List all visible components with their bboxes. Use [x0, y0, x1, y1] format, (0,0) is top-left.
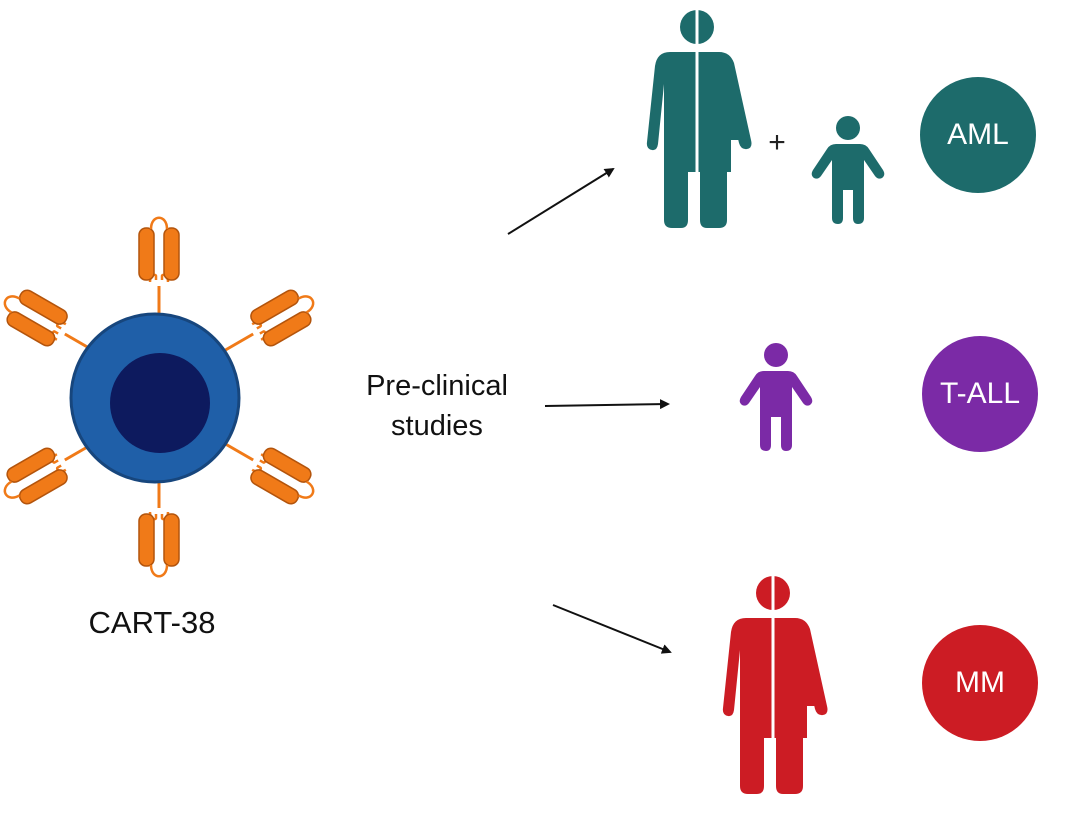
preclinical-studies-label: Pre-clinical studies	[332, 366, 542, 446]
adult-unisex-icon-aml	[646, 10, 752, 228]
arrow-to-mm	[552, 604, 672, 654]
preclinical-line1: Pre-clinical	[366, 370, 508, 402]
tall-badge-label: T-ALL	[939, 377, 1021, 410]
aml-badge: AML	[920, 77, 1036, 193]
adult-unisex-icon-mm	[722, 576, 828, 794]
cart-cell	[0, 216, 324, 578]
mm-badge: MM	[922, 625, 1038, 741]
child-icon-tall	[739, 343, 813, 451]
preclinical-line2: studies	[391, 410, 483, 442]
receptor-bottom	[137, 470, 181, 578]
arrow-to-aml	[507, 167, 615, 235]
plus-sign: +	[768, 126, 786, 159]
cell-nucleus	[110, 353, 210, 453]
arrow-to-tall	[544, 399, 670, 410]
cell-label: CART-38	[88, 605, 216, 640]
child-icon-aml	[811, 116, 885, 224]
aml-badge-label: AML	[947, 118, 1009, 151]
receptor-top	[137, 216, 181, 324]
mm-badge-label: MM	[955, 666, 1005, 699]
tall-badge: T-ALL	[922, 336, 1038, 452]
